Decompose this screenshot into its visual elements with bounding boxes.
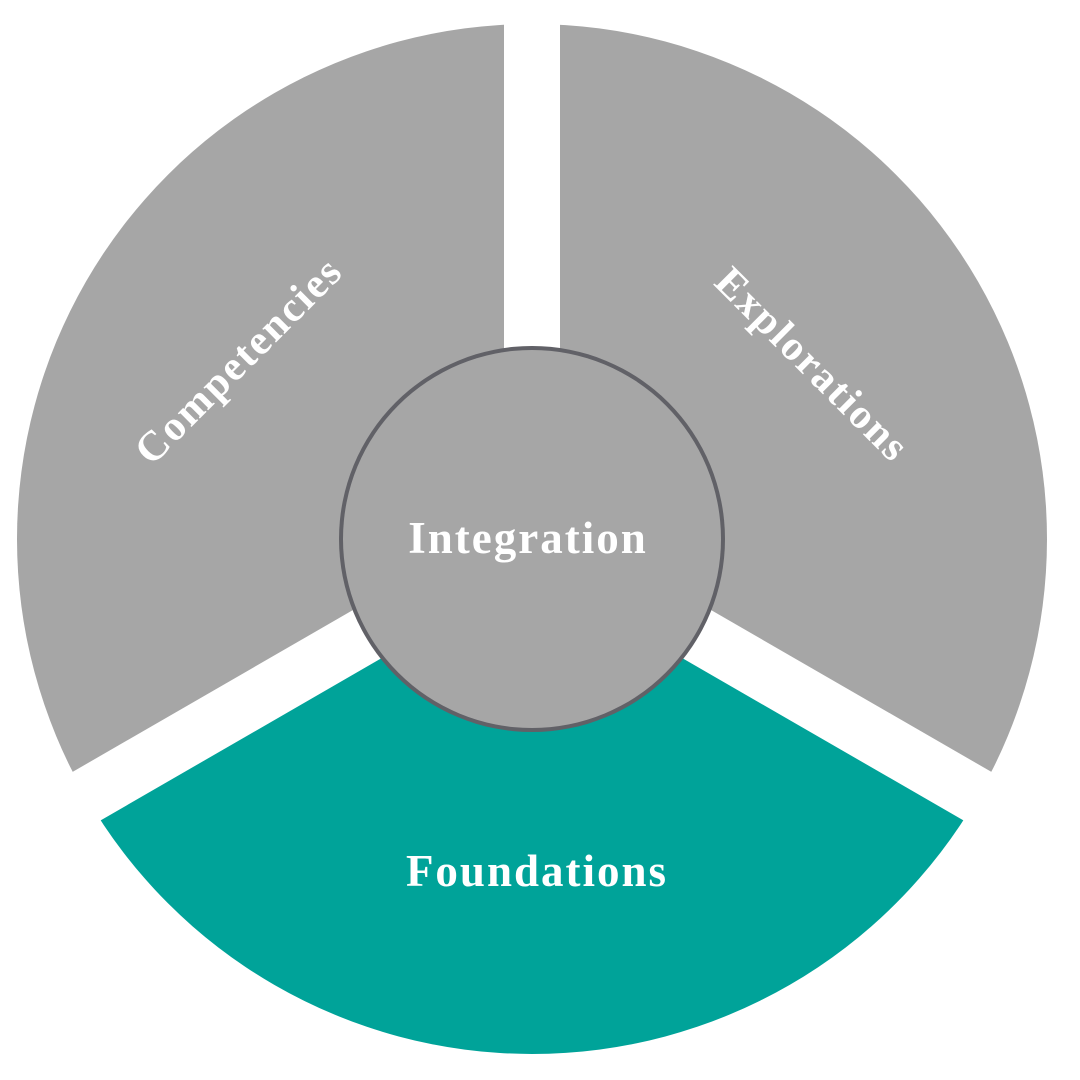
center-label-integration: Integration [408,513,648,563]
segment-foundations [86,539,978,1054]
segment-label-foundations: Foundations [406,846,668,896]
center-circle [343,350,721,728]
